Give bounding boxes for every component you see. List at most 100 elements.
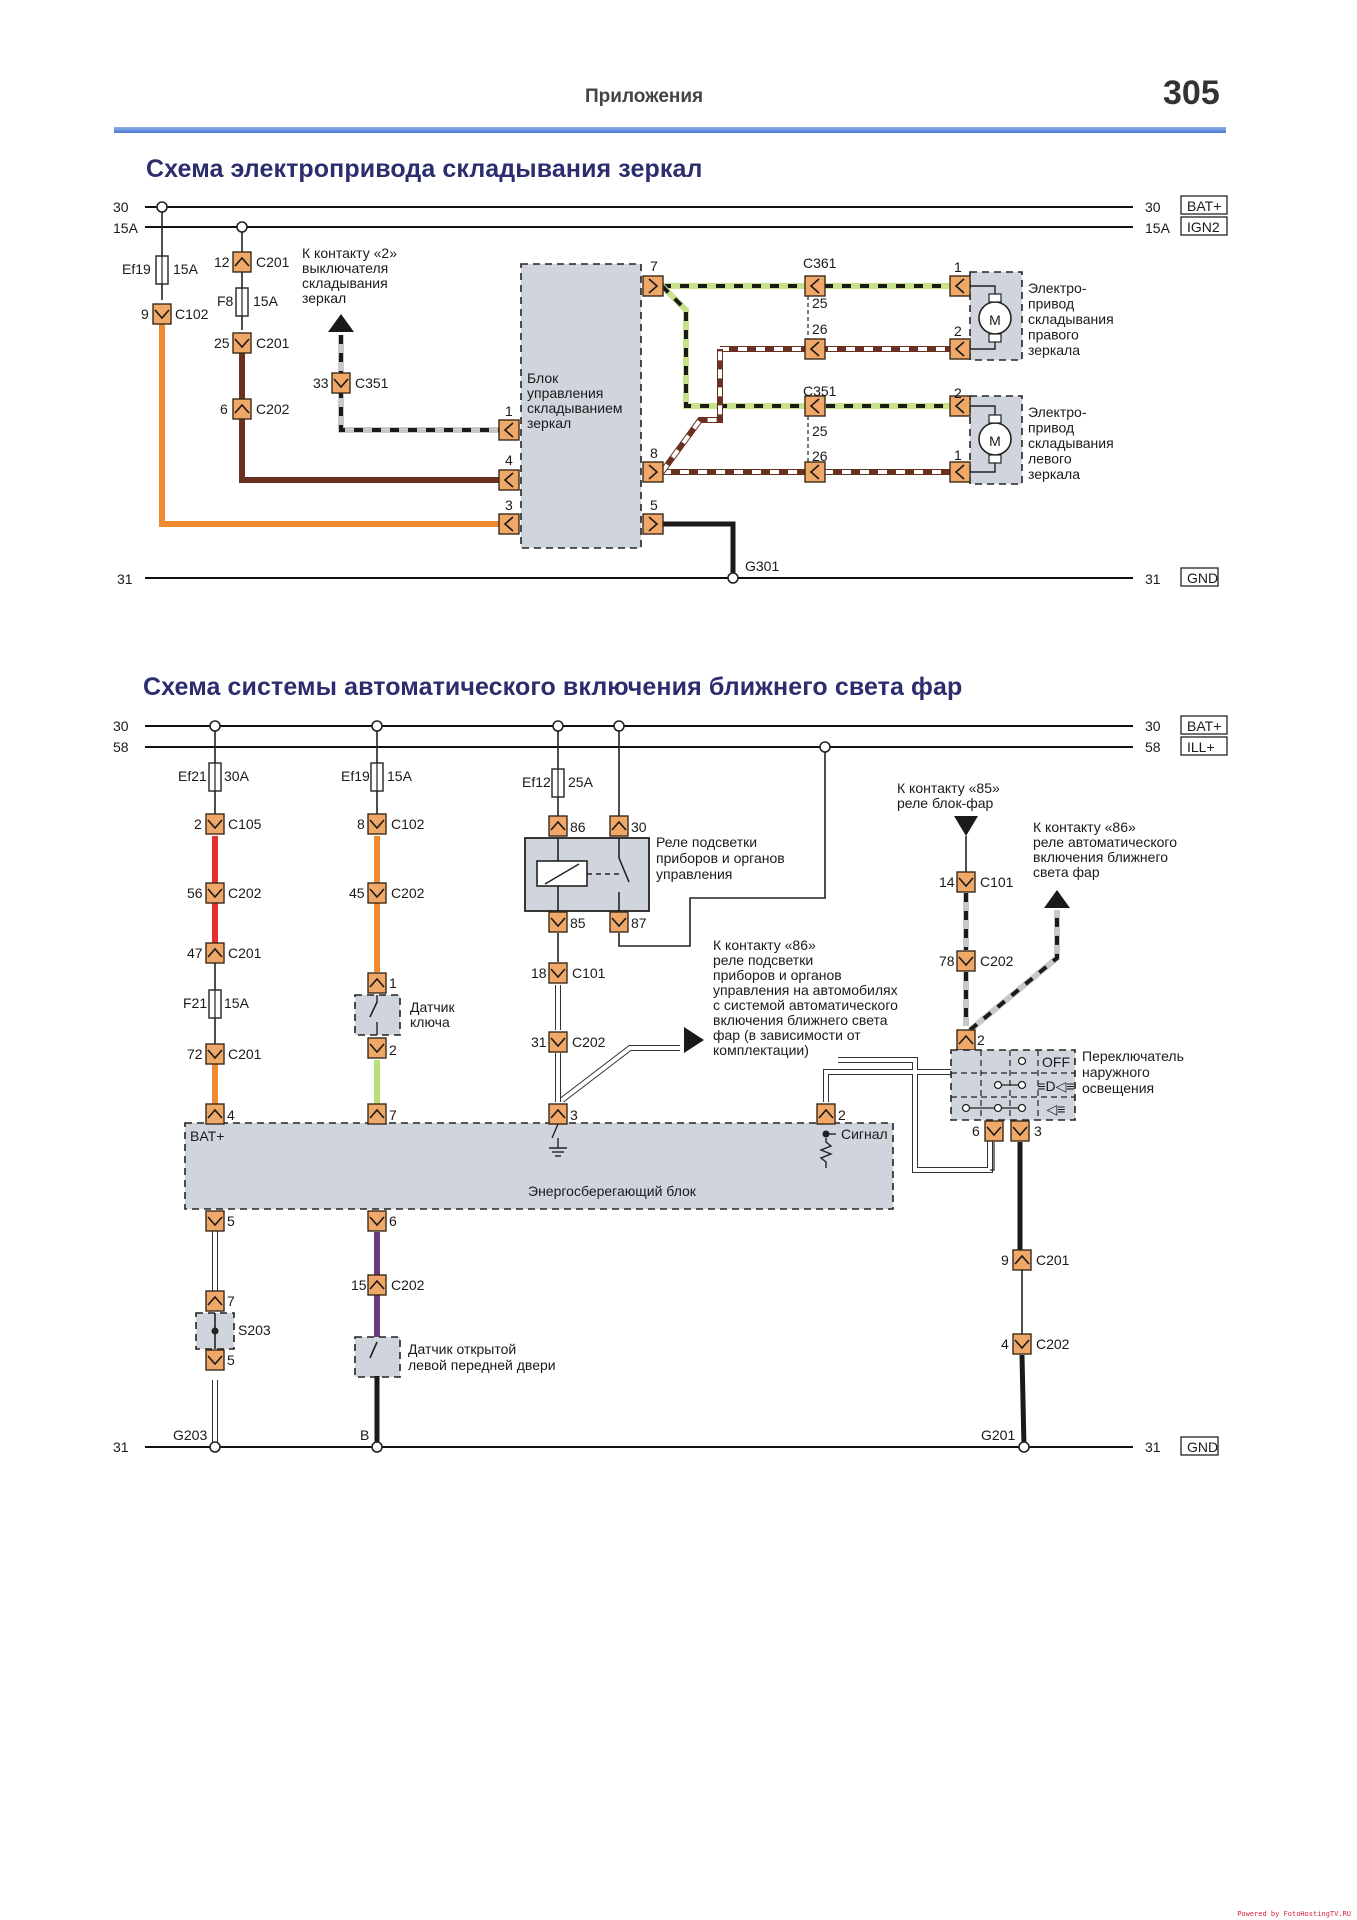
connector-body [949, 275, 971, 297]
c351-26-pin: 26 [812, 448, 828, 464]
connector-body [205, 813, 225, 835]
unit-pin-5 [205, 1210, 225, 1232]
junction-node [819, 741, 831, 753]
c201-25-name: C201 [256, 335, 290, 351]
connector-chevron [503, 472, 514, 488]
connector-body [642, 275, 664, 297]
signal-label: Сигнал [841, 1126, 888, 1142]
connector-body [548, 1031, 568, 1053]
c101-18-name: C101 [572, 965, 606, 981]
connector-body [205, 942, 225, 964]
motor-brush [988, 454, 1002, 464]
bat-plus-tag-box [1180, 715, 1228, 735]
motor-right-lead [970, 285, 996, 296]
relay-pin-87 [609, 911, 629, 933]
connector-body [367, 1037, 387, 1059]
connector-body [367, 813, 387, 835]
bat-plus-tag-box [1180, 195, 1228, 215]
splice-pin-5 [205, 1349, 225, 1371]
control-unit-box [520, 263, 642, 549]
connector-c201-25 [232, 332, 252, 354]
c202-45-name: C202 [391, 885, 425, 901]
connector-body [498, 469, 520, 491]
connector-chevron [207, 888, 223, 899]
c351-25-pin: 25 [812, 423, 828, 439]
wire-orange [159, 320, 500, 527]
connector-chevron [648, 464, 659, 480]
connector-chevron [550, 820, 566, 831]
splice-dot-icon [211, 1327, 219, 1335]
unit-pin-3 [498, 513, 520, 535]
fuse-ef19-name: Ef19 [341, 768, 370, 784]
connector-body [949, 338, 971, 360]
switch-contact-icon [993, 1080, 1003, 1090]
c201-12-pin: 12 [214, 254, 230, 270]
connector-c105 [205, 813, 225, 835]
rail-58-label-left: 58 [113, 739, 129, 755]
connector-chevron [369, 888, 385, 899]
connector-body [642, 461, 664, 483]
connector-chevron [234, 403, 250, 414]
connector-chevron [369, 1108, 385, 1119]
relay-pin-30 [609, 815, 629, 837]
c202-4-name: C202 [1036, 1336, 1070, 1352]
fuse-ef19-name: Ef19 [122, 261, 151, 277]
connector-chevron [958, 1034, 974, 1045]
fuse-f8-rating: 15A [253, 293, 279, 309]
ign2-tag-box [1180, 216, 1228, 236]
unit-pin-6 [367, 1210, 387, 1232]
motor-right-pin-1 [949, 275, 971, 297]
connector-c201-72 [205, 1043, 225, 1065]
header-rule [114, 127, 1226, 133]
switch-pos-lowbeam-icon: ◁≡ [1047, 1101, 1066, 1117]
c202-56-pin: 56 [187, 885, 203, 901]
ill-plus-tag: ILL+ [1187, 739, 1215, 755]
connector-c201-12 [232, 251, 252, 273]
connector-chevron [1014, 1254, 1030, 1265]
fuse-ef12-rating: 25A [568, 774, 594, 790]
connector-body [205, 1210, 225, 1232]
connector-c201-47 [205, 942, 225, 964]
connector-c361-25 [804, 275, 826, 297]
connector-body [949, 461, 971, 483]
splice-s203-name: S203 [238, 1322, 271, 1338]
connector-chevron [809, 464, 820, 480]
motor-left-pin-2-label: 2 [954, 385, 962, 401]
connector-body [1010, 1120, 1030, 1142]
unit-pin-3-label: 3 [570, 1107, 578, 1123]
connector-body [642, 513, 664, 535]
switch-pin-6-label: 6 [972, 1123, 980, 1139]
c201-47-pin: 47 [187, 945, 203, 961]
c102-name: C102 [175, 306, 209, 322]
wire-black-ground [662, 521, 736, 578]
connector-body [331, 372, 351, 394]
switch-contact-icon [1017, 1056, 1027, 1066]
motor-symbol: M [989, 433, 1001, 449]
wire-brown-white-link-stripe [660, 349, 722, 474]
connector-chevron [611, 917, 627, 928]
lowbeam-auto-diagram: 305831305831BAT+ILL+GNDBAT+Энергосберега… [113, 715, 1228, 1456]
connector-chevron [369, 1043, 385, 1054]
connector-body [232, 251, 252, 273]
energy-saving-unit-box [184, 1122, 894, 1210]
motor-right-lead [970, 340, 996, 350]
switch-pin-3-label: 3 [1034, 1123, 1042, 1139]
junction-node [613, 720, 625, 732]
section-title: Приложения [585, 86, 704, 107]
connector-chevron [207, 1216, 223, 1227]
connector-body [609, 815, 629, 837]
key-sensor-switch-icon [369, 1001, 378, 1018]
connector-chevron [550, 968, 566, 979]
splice-pin-7 [205, 1290, 225, 1312]
connector-chevron [958, 877, 974, 888]
connector-body [367, 1103, 387, 1125]
connector-body [984, 1120, 1004, 1142]
connector-body [232, 332, 252, 354]
